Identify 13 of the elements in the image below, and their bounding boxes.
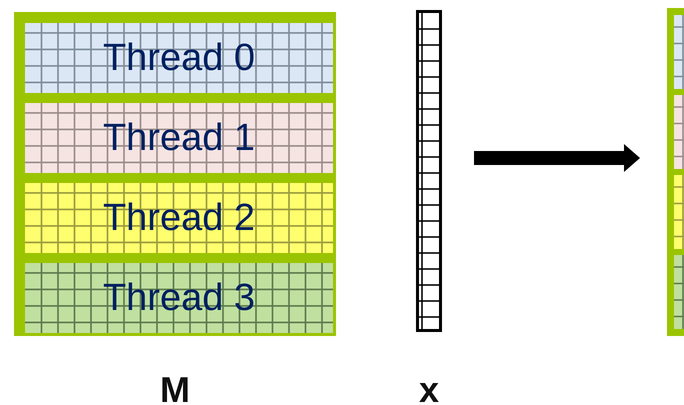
arrow <box>474 144 640 172</box>
thread-label: Thread 0 <box>102 39 256 77</box>
thread-label: Thread 2 <box>102 199 256 237</box>
matrix-label: x <box>418 372 440 405</box>
thread-label: Thread 3 <box>102 279 256 317</box>
thread-band <box>22 260 336 336</box>
vector-bar <box>416 10 442 332</box>
thread-label: Thread 1 <box>102 119 256 157</box>
matrix <box>14 12 336 336</box>
thread-band <box>22 180 336 256</box>
thread-band <box>22 100 336 176</box>
thread-band <box>22 20 336 96</box>
matrix-label: M <box>160 372 190 405</box>
